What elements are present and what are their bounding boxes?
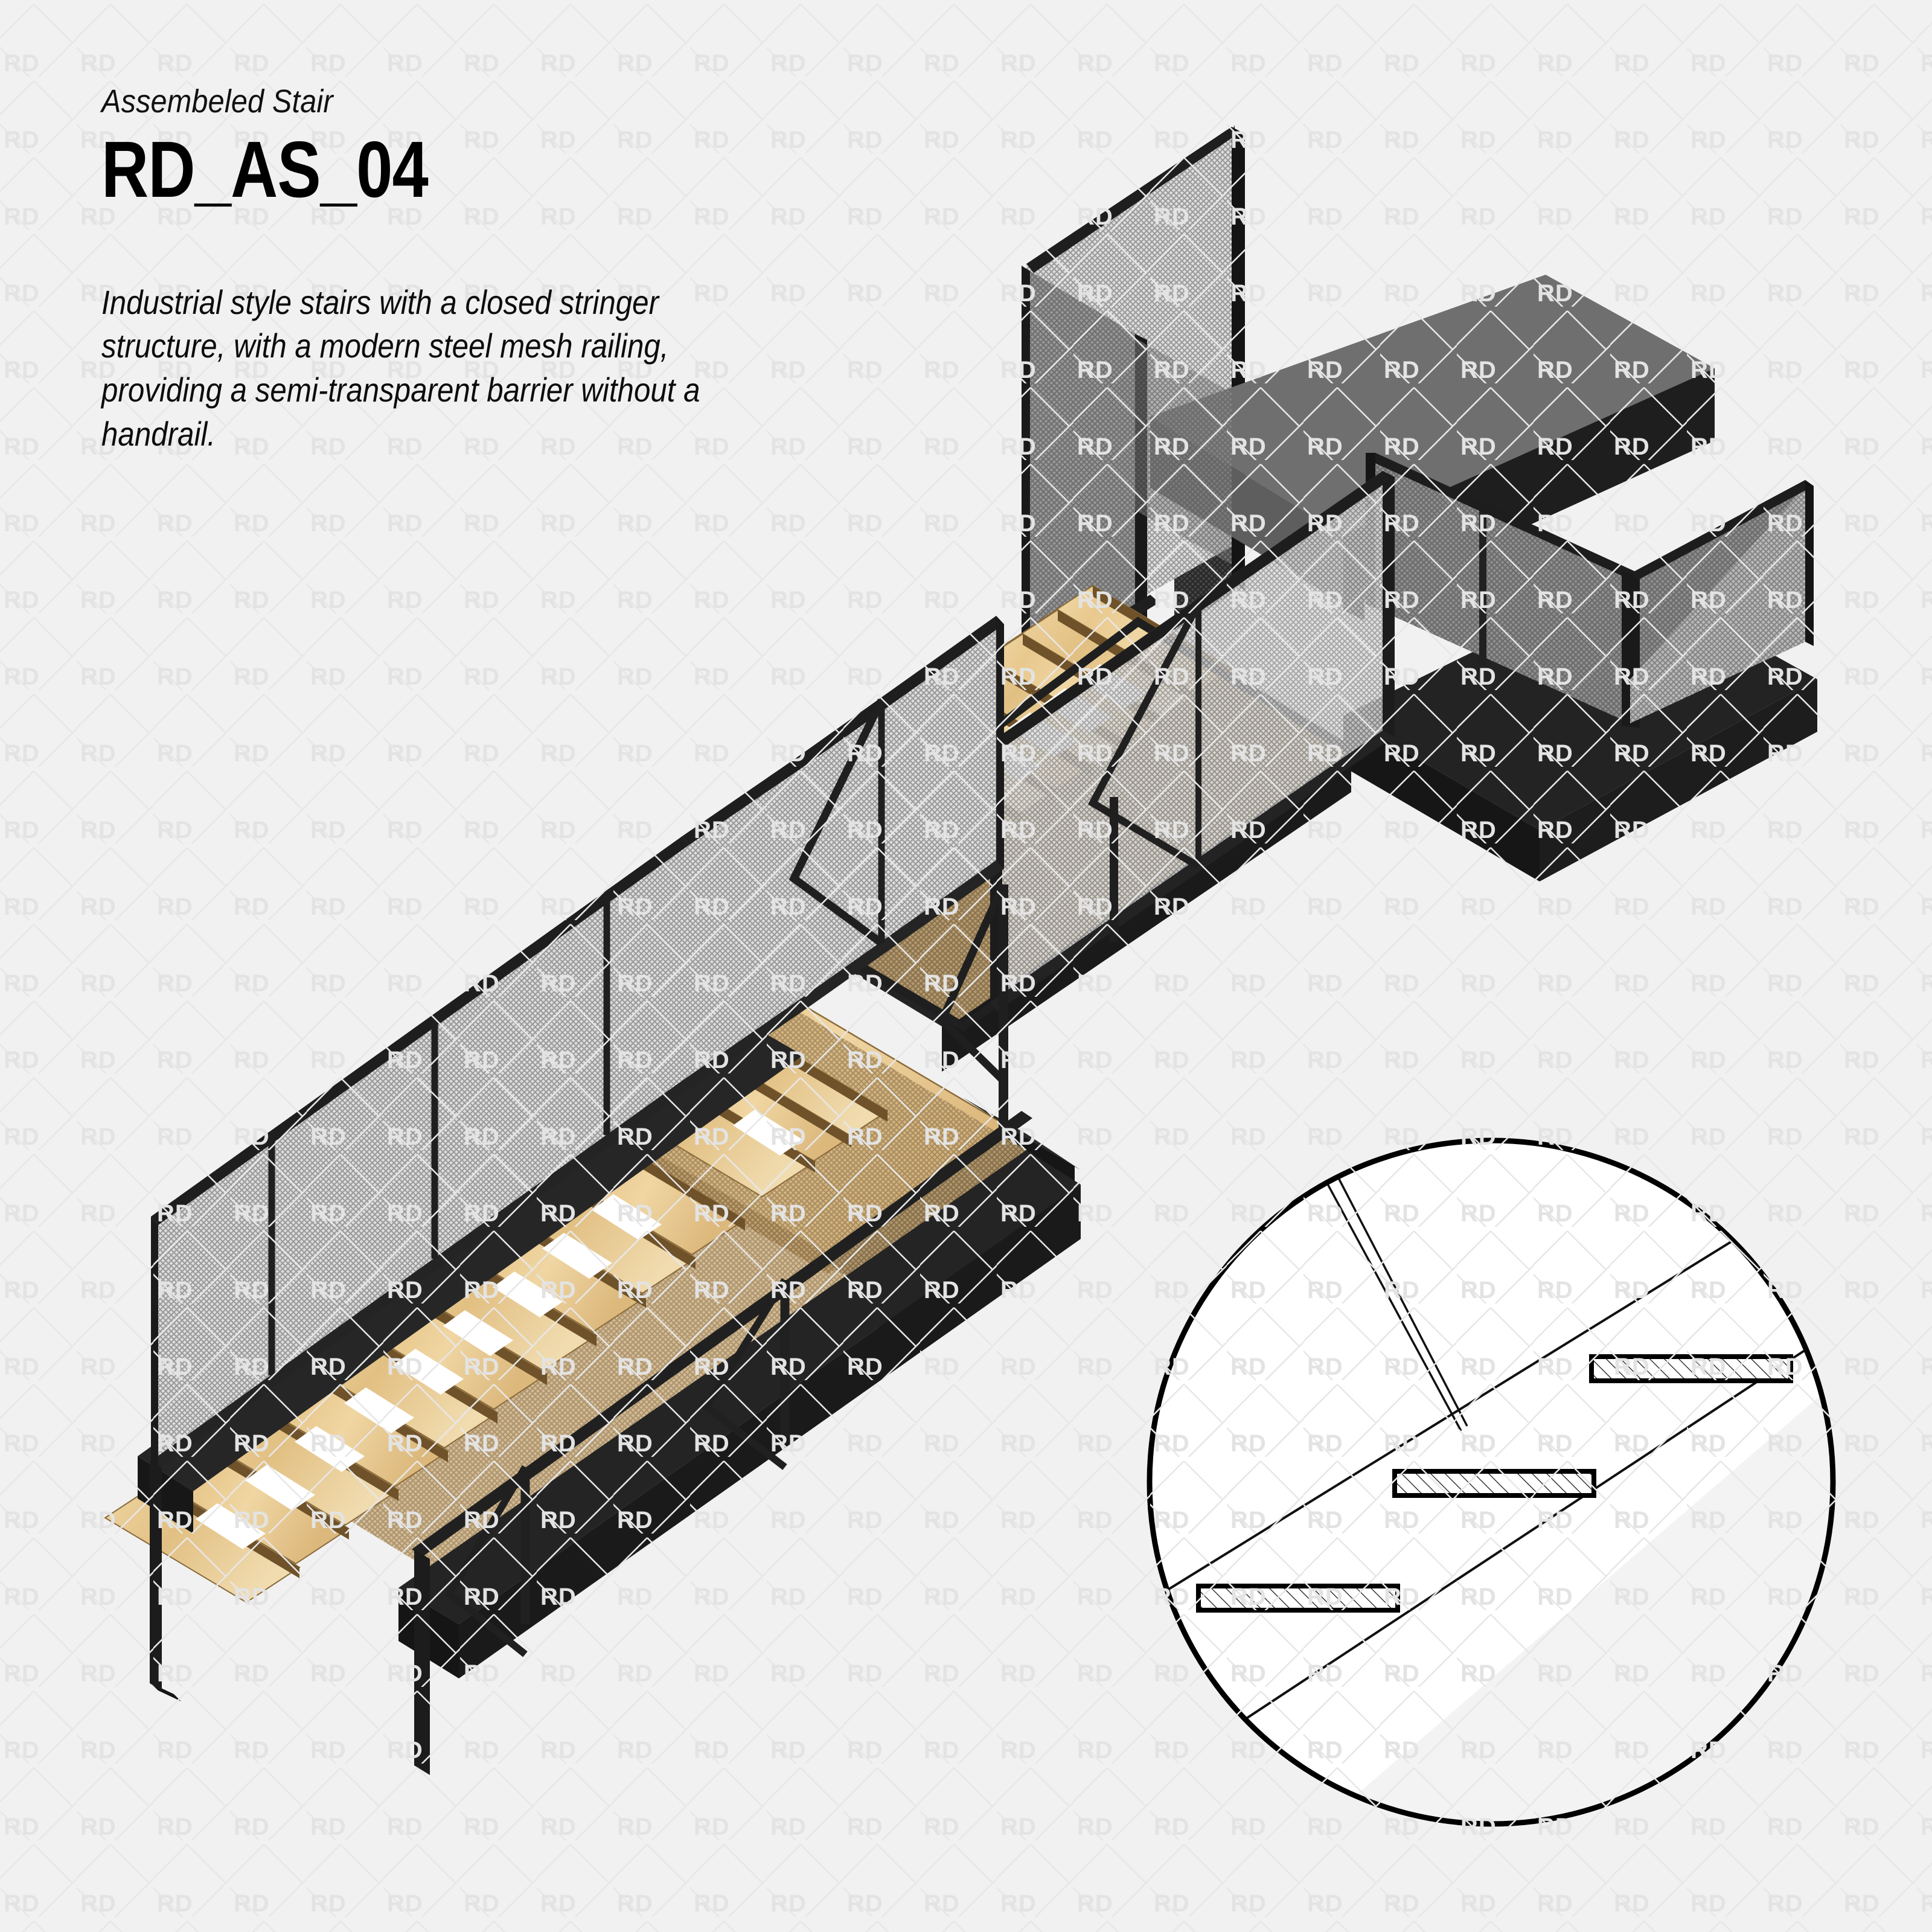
product-kicker: Assembeled Stair	[101, 83, 333, 120]
header-text-block: Assembeled Stair RD_AS_04 Industrial sty…	[101, 85, 856, 456]
product-code: RD_AS_04	[101, 124, 429, 214]
product-description: Industrial style stairs with a closed st…	[101, 283, 700, 453]
detail-callout-circle	[1147, 1137, 1836, 1827]
